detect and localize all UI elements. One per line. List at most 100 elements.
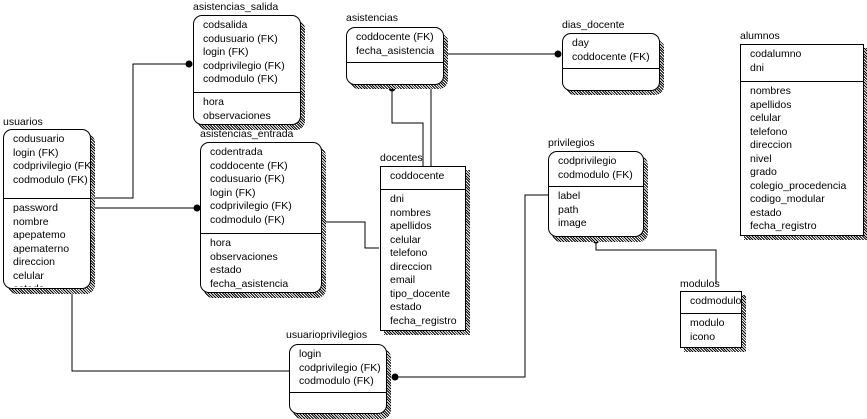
rel-end-dot bbox=[185, 60, 193, 68]
attribute-field: apematerno bbox=[13, 242, 70, 255]
key-section: codprivilegio codmodulo (FK) bbox=[549, 152, 643, 187]
attribute-field: nivel bbox=[750, 152, 772, 165]
attribute-field: hora bbox=[210, 237, 232, 249]
key-field: dni bbox=[750, 61, 765, 74]
key-field: codmodulo (FK) bbox=[203, 73, 278, 85]
attribute-field: apellidos bbox=[390, 220, 432, 232]
attribute-field: fecha_asistencia bbox=[210, 277, 289, 290]
key-field: codentrada bbox=[210, 146, 263, 158]
entity-box: codmodulo modulo icono bbox=[680, 291, 742, 348]
entity-title: privilegios bbox=[548, 137, 595, 149]
entity-box: codalumno dni nombres apellidos celular … bbox=[740, 44, 864, 236]
entity-box: codprivilegio codmodulo (FK) label path … bbox=[548, 151, 644, 237]
key-field: codmodulo bbox=[690, 295, 741, 307]
key-field: codusuario (FK) bbox=[203, 32, 278, 45]
attribute-section bbox=[347, 63, 443, 83]
entity-title: asistencias bbox=[346, 12, 398, 24]
key-section: coddocente (FK) fecha_asistencia bbox=[347, 28, 443, 63]
rel-usuarios-asistencias-salida bbox=[91, 63, 189, 199]
attribute-field: estado bbox=[750, 206, 782, 219]
attribute-field: label bbox=[558, 190, 581, 202]
attribute-field: direccion bbox=[390, 260, 433, 273]
rel-usuarios-usuarioprivilegios bbox=[71, 290, 289, 372]
key-field: codprivilegio (FK) bbox=[13, 160, 90, 172]
attribute-field: icono bbox=[690, 330, 716, 343]
attribute-section: dni nombres apellidos celular telefono d… bbox=[381, 190, 465, 330]
attribute-field: observaciones bbox=[203, 109, 271, 122]
key-field: codsalida bbox=[203, 19, 248, 31]
key-field: codmodulo (FK) bbox=[558, 168, 633, 181]
key-field: login (FK) bbox=[203, 46, 249, 58]
attribute-field: celular bbox=[13, 269, 44, 282]
entity-title: modulos bbox=[680, 278, 720, 290]
attribute-field: path bbox=[558, 203, 579, 216]
attribute-field: modulo bbox=[690, 317, 725, 329]
key-field: login (FK) bbox=[210, 186, 256, 199]
attribute-field: fecha_registro bbox=[750, 220, 817, 232]
attribute-field: nombre bbox=[13, 215, 49, 228]
attribute-field: observaciones bbox=[210, 250, 278, 263]
rel-end-dot bbox=[391, 373, 399, 381]
attribute-field: direccion bbox=[750, 139, 793, 151]
entity-box: day coddocente (FK) bbox=[562, 33, 660, 91]
attribute-field: telefono bbox=[390, 247, 428, 259]
key-section: codmodulo bbox=[681, 292, 741, 314]
attribute-section: password nombre apepatemo apematerno dir… bbox=[4, 199, 90, 287]
entity-title: docentes bbox=[380, 152, 423, 164]
key-field: codprivilegio bbox=[558, 155, 617, 167]
entity-title: asistencias_entrada bbox=[200, 128, 294, 140]
attribute-section: hora observaciones bbox=[194, 93, 300, 124]
attribute-section: modulo icono bbox=[681, 314, 741, 347]
attribute-field: colegio_procedencia bbox=[750, 179, 847, 192]
key-field: codusuario (FK) bbox=[210, 173, 285, 185]
attribute-field: apepatemo bbox=[13, 229, 66, 241]
rel-privilegios-usuarioprivilegios bbox=[395, 194, 548, 378]
entity-box: codentrada coddocente (FK) codusuario (F… bbox=[200, 142, 322, 293]
entity-title: asistencias_salida bbox=[193, 1, 279, 13]
attribute-field: grado bbox=[750, 166, 777, 178]
key-section: codalumno dni bbox=[741, 45, 863, 82]
key-section: codentrada coddocente (FK) codusuario (F… bbox=[201, 143, 321, 234]
key-field: codprivilegio (FK) bbox=[210, 200, 292, 212]
attribute-field: hora bbox=[203, 96, 225, 108]
attribute-field: password bbox=[13, 202, 58, 214]
attribute-field: dni bbox=[390, 193, 405, 205]
attribute-field: image bbox=[558, 217, 587, 229]
attribute-field: tipo_docente bbox=[390, 287, 451, 300]
key-field: codmodulo (FK) bbox=[13, 173, 88, 186]
attribute-field: nombres bbox=[750, 85, 791, 97]
entity-box: coddocente dni nombres apellidos celular… bbox=[380, 166, 466, 331]
entity-title: alumnos bbox=[740, 30, 780, 42]
rel-docentes-asistencias-a bbox=[391, 88, 424, 166]
attribute-field: codigo_modular bbox=[750, 193, 825, 205]
entity-title: dias_docente bbox=[562, 19, 625, 31]
attribute-field: direccion bbox=[13, 256, 56, 268]
attribute-field: estado bbox=[13, 283, 90, 287]
entity-box: login codprivilegio (FK) codmodulo (FK) bbox=[289, 344, 387, 414]
attribute-field: celular bbox=[390, 233, 421, 246]
entity-title: usuarios bbox=[3, 116, 43, 128]
attribute-section: hora observaciones estado fecha_asistenc… bbox=[201, 234, 321, 292]
key-section: day coddocente (FK) bbox=[563, 34, 659, 69]
key-field: codprivilegio (FK) bbox=[299, 361, 381, 374]
rel-privilegios-modulos bbox=[595, 240, 717, 284]
entity-title: usuarioprivilegios bbox=[286, 329, 368, 341]
key-section: coddocente bbox=[381, 167, 465, 190]
entity-box: coddocente (FK) fecha_asistencia bbox=[346, 27, 444, 85]
entity-box: codusuario login (FK) codprivilegio (FK)… bbox=[3, 129, 91, 289]
attribute-field: nombres bbox=[390, 206, 431, 219]
key-section: codusuario login (FK) codprivilegio (FK)… bbox=[4, 130, 90, 199]
attribute-field: email bbox=[390, 274, 416, 286]
key-field: coddocente (FK) bbox=[572, 50, 650, 63]
rel-docentes-asistencias-entrada bbox=[322, 221, 379, 249]
entity-box: codsalida codusuario (FK) login (FK) cod… bbox=[193, 15, 301, 125]
key-field: day bbox=[572, 37, 589, 49]
key-section: codsalida codusuario (FK) login (FK) cod… bbox=[194, 16, 300, 93]
attribute-field: telefono bbox=[750, 125, 788, 138]
attribute-section bbox=[563, 69, 659, 89]
attribute-field: apellidos bbox=[750, 98, 792, 111]
attribute-field: fecha_registro bbox=[390, 314, 457, 327]
key-field: coddocente bbox=[390, 170, 445, 182]
rel-end-dot bbox=[193, 204, 201, 212]
key-field: codprivilegio (FK) bbox=[203, 59, 285, 72]
